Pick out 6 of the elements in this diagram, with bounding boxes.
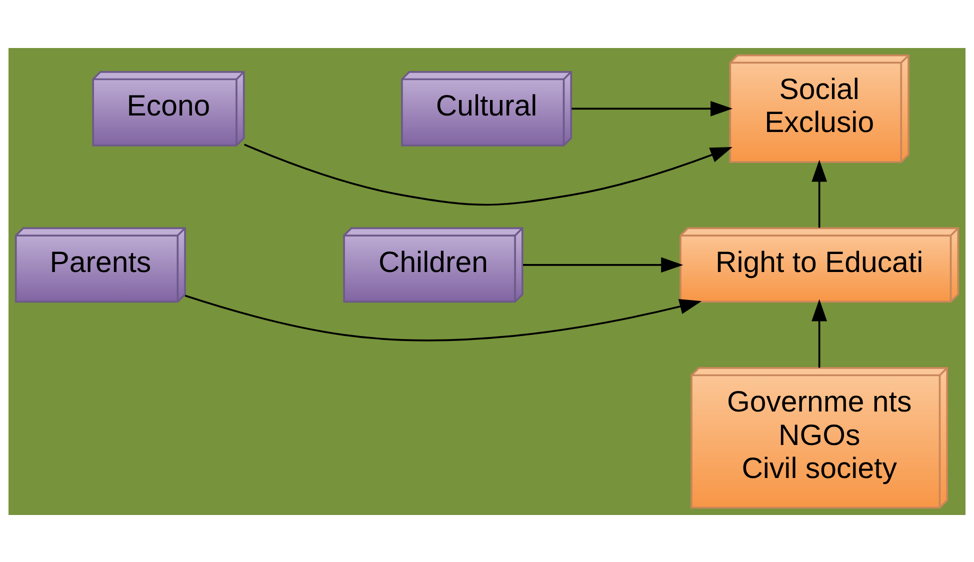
arrow bbox=[812, 298, 828, 368]
arrow bbox=[244, 143, 732, 206]
arrow bbox=[572, 100, 733, 116]
arrow bbox=[522, 256, 684, 272]
arrow bbox=[812, 159, 828, 228]
arrow bbox=[184, 294, 702, 341]
